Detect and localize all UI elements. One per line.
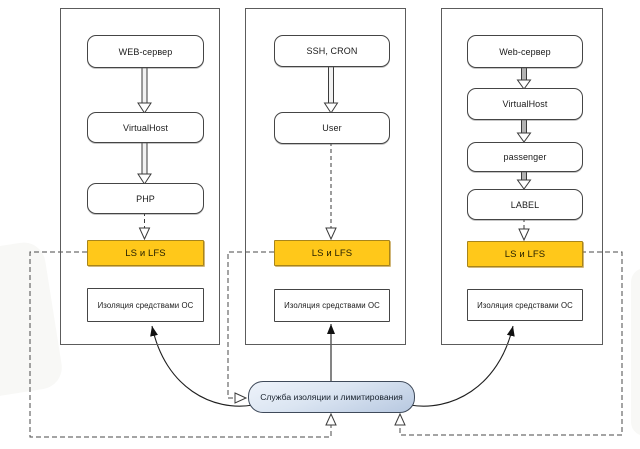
- box-label-unit: LABEL: [467, 189, 583, 220]
- container-passenger-stack: [441, 8, 603, 345]
- box-php: PHP: [87, 183, 204, 214]
- box-label: Изоляция средствами ОС: [477, 300, 573, 310]
- box-label: Web-сервер: [499, 46, 551, 57]
- box-label: SSH, CRON: [306, 46, 358, 56]
- box-user: User: [274, 112, 390, 144]
- arrow-service-to-isolation-1: [150, 325, 254, 407]
- box-passenger: passenger: [467, 142, 583, 172]
- box-label: User: [322, 123, 342, 133]
- box-ls-lfs-1: LS и LFS: [87, 240, 204, 266]
- box-label: WEB-сервер: [118, 46, 173, 57]
- box-label: PHP: [136, 193, 155, 204]
- box-virtualhost-1: VirtualHost: [87, 112, 204, 143]
- box-web-server-1: WEB-сервер: [87, 35, 204, 68]
- dashed-route-ls2-to-service: [227, 251, 274, 404]
- container-ssh-cron-stack: [245, 8, 406, 345]
- box-label: VirtualHost: [502, 99, 548, 109]
- box-os-isolation-2: Изоляция средствами ОС: [274, 289, 390, 322]
- arrow-webserver-to-virtualhost-1: [137, 65, 152, 114]
- box-web-server-3: Web-сервер: [467, 35, 583, 68]
- box-virtualhost-3: VirtualHost: [467, 88, 583, 120]
- box-ls-lfs-2: LS и LFS: [274, 240, 390, 266]
- arrow-service-to-isolation-3: [409, 325, 515, 407]
- box-label: Изоляция средствами ОС: [284, 301, 380, 310]
- box-os-isolation-3: Изоляция средствами ОС: [467, 289, 583, 321]
- box-label: LS и LFS: [125, 247, 166, 259]
- container-web-php-stack: [60, 8, 220, 345]
- service-isolation-limiting-pill: Служба изоляции и лимитирования: [248, 381, 415, 413]
- box-label: LS и LFS: [504, 248, 546, 260]
- box-label: VirtualHost: [123, 122, 168, 133]
- box-label: passenger: [503, 152, 547, 162]
- box-label: Изоляция средствами ОС: [97, 300, 194, 310]
- box-label: LABEL: [510, 199, 540, 210]
- box-ls-lfs-3: LS и LFS: [467, 241, 583, 267]
- box-label: LS и LFS: [311, 247, 353, 259]
- service-pill-label: Служба изоляции и лимитирования: [260, 392, 403, 402]
- dashed-route-ls3-to-service: [394, 251, 623, 436]
- watermark-right: [631, 268, 640, 436]
- dashed-route-ls1-to-service: [29, 251, 337, 438]
- box-ssh-cron: SSH, CRON: [274, 35, 390, 67]
- box-os-isolation-1: Изоляция средствами ОС: [87, 288, 204, 322]
